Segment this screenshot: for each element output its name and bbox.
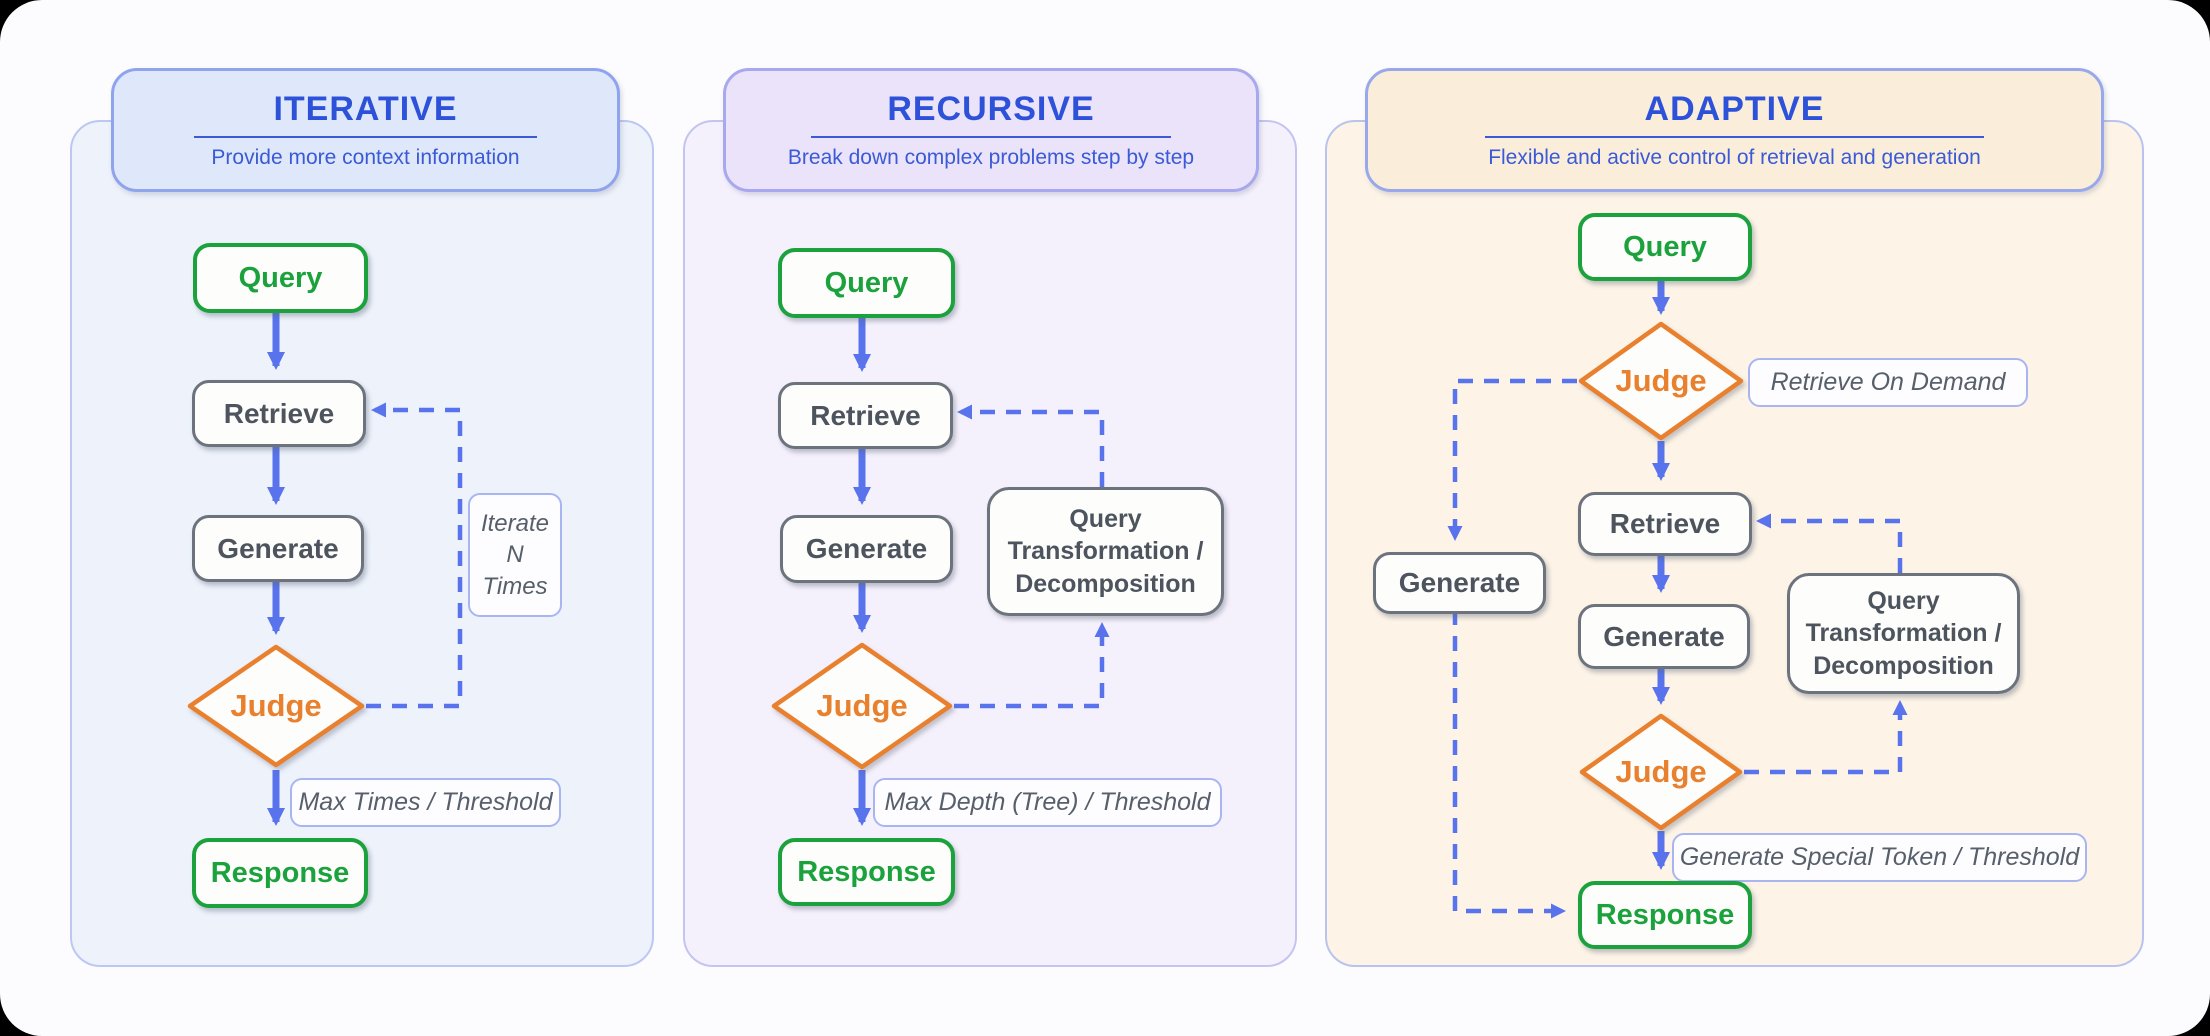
judge-diamond-1 (187, 644, 365, 768)
iterative-exit-note: Max Times / Threshold (290, 778, 561, 827)
title-underline (1485, 136, 1984, 138)
adaptive-retrieve-node: Retrieve (1578, 492, 1752, 556)
adaptive-generate-node: Generate (1578, 604, 1750, 669)
adaptive-subtitle: Flexible and active control of retrieval… (1488, 146, 1981, 169)
recursive-qtd-node: Query Transformation / Decomposition (987, 487, 1224, 616)
judge-diamond-3b (1579, 713, 1743, 831)
recursive-judge-label: Judge (816, 688, 908, 723)
adaptive-query-node: Query (1578, 213, 1752, 281)
judge-diamond-2 (771, 642, 953, 770)
iterative-iterate-note: Iterate N Times (468, 493, 562, 617)
iterative-header: ITERATIVE Provide more context informati… (111, 68, 620, 192)
title-underline (810, 136, 1172, 138)
dashed-qtd-to-retrieve-3 (1756, 513, 1903, 573)
iterative-title: ITERATIVE (273, 90, 458, 128)
adaptive-judge-top-label: Judge (1615, 363, 1707, 398)
adaptive-qtd-node: Query Transformation / Decomposition (1787, 573, 2020, 694)
adaptive-title: ADAPTIVE (1644, 90, 1825, 128)
iterative-judge-label: Judge (230, 688, 322, 723)
iterative-retrieve-node: Retrieve (192, 380, 366, 447)
title-underline (194, 136, 537, 138)
dashed-left-generate-to-response-3 (1452, 610, 1566, 919)
adaptive-judge-note: Retrieve On Demand (1748, 358, 2028, 407)
recursive-exit-note: Max Depth (Tree) / Threshold (873, 778, 1222, 827)
recursive-retrieve-node: Retrieve (778, 382, 953, 449)
iterative-subtitle: Provide more context information (211, 146, 520, 169)
iterative-generate-node: Generate (192, 515, 364, 582)
dashed-judge-to-left-generate-3 (1447, 378, 1577, 541)
iterative-query-node: Query (193, 243, 368, 313)
dashed-judge-to-qtd-3 (1744, 700, 1908, 775)
adaptive-judge-bottom-label: Judge (1615, 754, 1707, 789)
recursive-title: RECURSIVE (887, 90, 1095, 128)
recursive-query-node: Query (778, 248, 955, 318)
adaptive-exit-note: Generate Special Token / Threshold (1672, 833, 2087, 882)
recursive-header: RECURSIVE Break down complex problems st… (723, 68, 1259, 192)
dashed-judge-to-qtd-2 (954, 622, 1110, 709)
dashed-qtd-to-retrieve-2 (957, 404, 1105, 487)
recursive-subtitle: Break down complex problems step by step (787, 146, 1195, 169)
adaptive-header: ADAPTIVE Flexible and active control of … (1365, 68, 2104, 192)
judge-diamond-3a (1578, 321, 1744, 441)
recursive-generate-node: Generate (780, 515, 953, 583)
adaptive-response-node: Response (1578, 881, 1752, 949)
recursive-response-node: Response (778, 838, 955, 906)
adaptive-left-generate-node: Generate (1373, 552, 1546, 614)
iterative-response-node: Response (192, 838, 368, 908)
dashed-loop-judge-retrieve-1 (366, 402, 463, 709)
